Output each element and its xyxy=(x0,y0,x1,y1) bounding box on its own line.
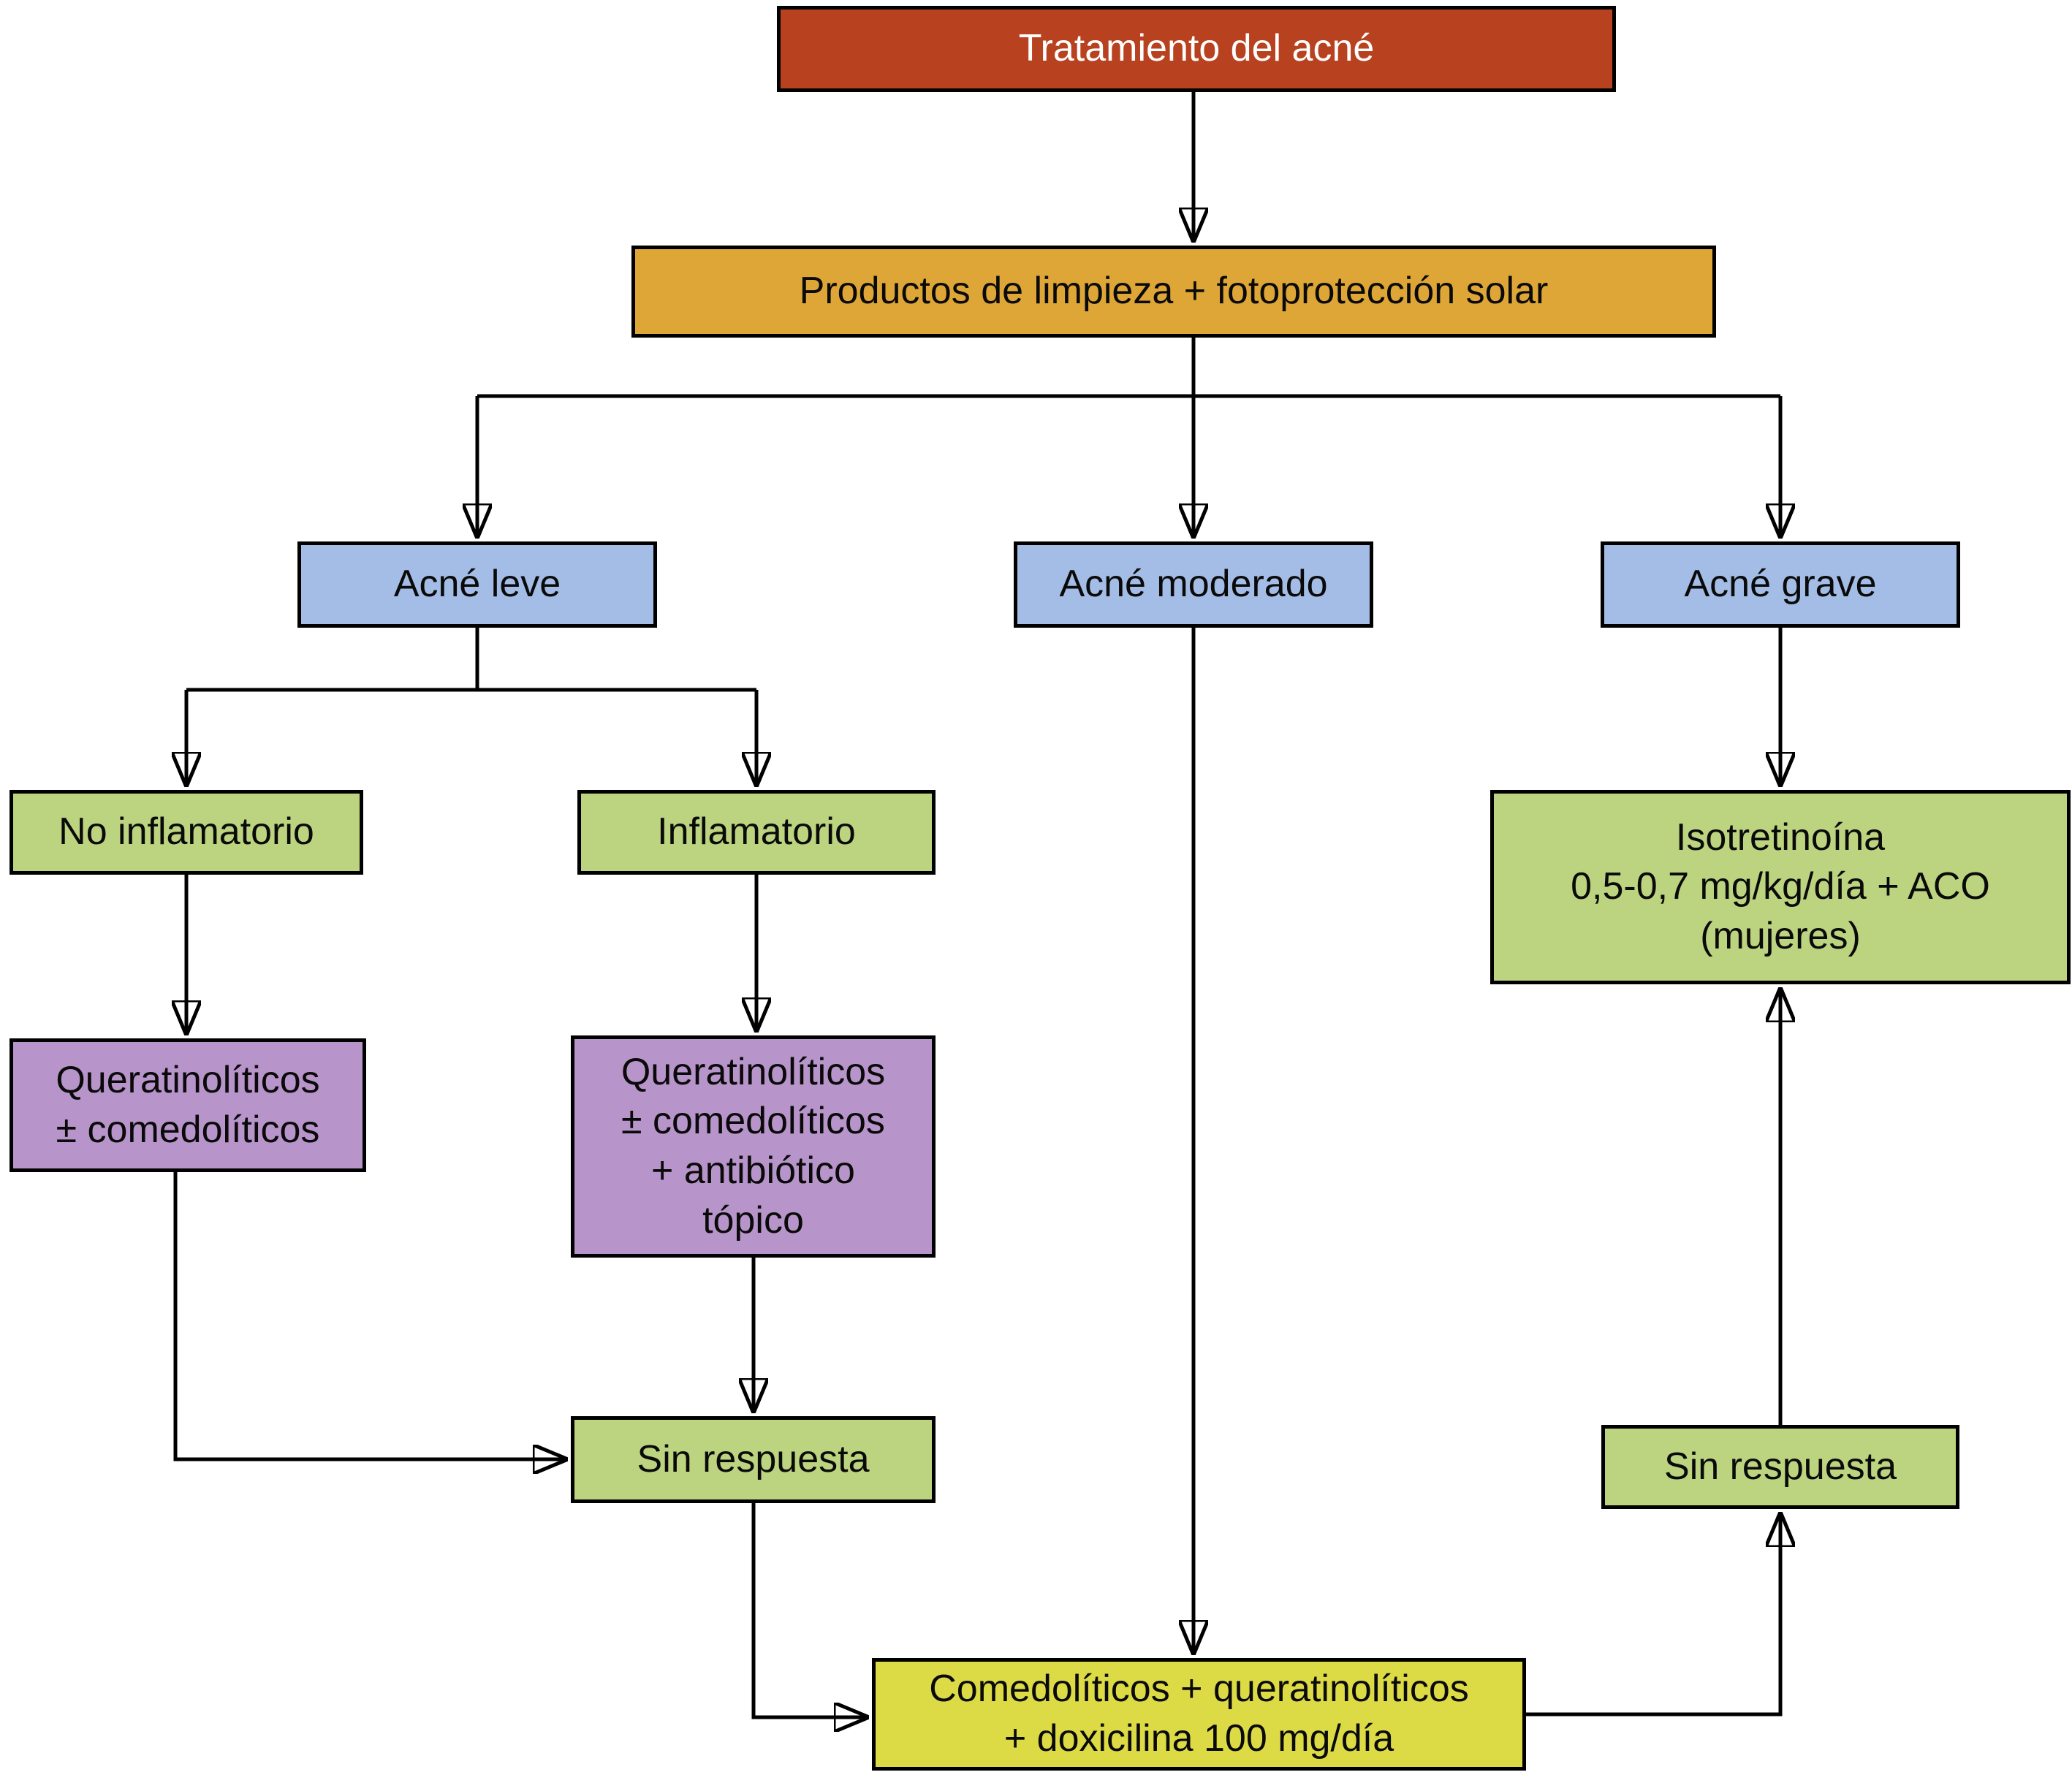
node-acne-leve: Acné leve xyxy=(297,541,657,628)
node-tratamiento-del-acne: Tratamiento del acné xyxy=(777,6,1616,92)
node-inflamatorio: Inflamatorio xyxy=(577,790,936,875)
node-productos-limpieza-fotoproteccion: Productos de limpieza + fotoprotección s… xyxy=(631,246,1716,338)
node-no-inflamatorio: No inflamatorio xyxy=(10,790,363,875)
node-queratinoliticos-antibiotico-topico: Queratinolíticos ± comedolíticos + antib… xyxy=(571,1035,936,1258)
node-comedoliticos-doxicilina: Comedolíticos + queratinolíticos + doxic… xyxy=(872,1658,1526,1771)
edge-queratinoliticos-sinrespuesta xyxy=(173,1172,566,1459)
node-queratinoliticos-comedoliticos: Queratinolíticos ± comedolíticos xyxy=(10,1038,366,1172)
node-sin-respuesta-izquierda: Sin respuesta xyxy=(571,1416,936,1503)
edge-sinrespuesta-comedoliticos xyxy=(751,1503,868,1717)
node-sin-respuesta-derecha: Sin respuesta xyxy=(1601,1425,1959,1509)
edge-comedoliticos-sinrespuesta-der xyxy=(1526,1513,1780,1717)
node-acne-grave: Acné grave xyxy=(1601,541,1960,628)
node-acne-moderado: Acné moderado xyxy=(1014,541,1373,628)
node-isotretinoina: Isotretinoína 0,5-0,7 mg/kg/día + ACO (m… xyxy=(1490,790,2071,984)
